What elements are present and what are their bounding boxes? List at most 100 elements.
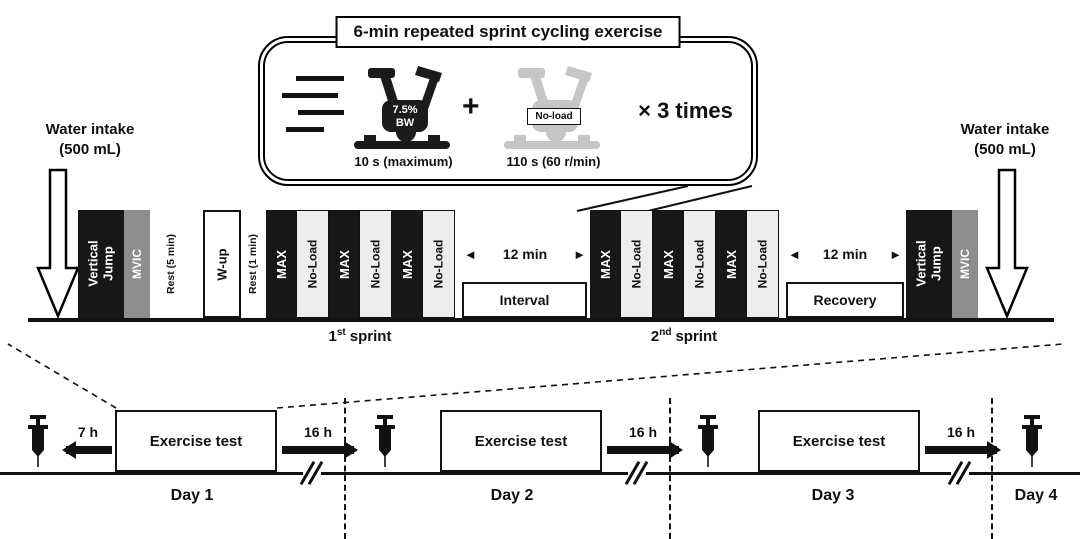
interval-duration-text: 12 min [502,246,548,262]
callout-tail-line [647,185,753,212]
rest-1min-label: Rest (1 min) [241,210,265,318]
callout-balloon: 6-min repeated sprint cycling exercise 7… [258,16,758,186]
noload-label: No-Load [431,239,446,289]
noload-block: No-Load [359,210,392,318]
sprint2-sup: nd [659,327,672,338]
water-intake-right-line1: Water intake [960,121,1050,138]
baseline-break [947,460,972,486]
water-intake-left-line2: (500 mL) [59,140,121,158]
arrow-16h [282,440,358,459]
syringe-icon [1022,415,1042,467]
max-label: MAX [723,249,739,279]
noload-block: No-Load [422,210,455,318]
vertical-jump-block: Vertical Jump [906,210,952,318]
max-block: MAX [392,210,422,318]
motion-lines-icon [282,76,352,138]
interval-label: Interval [499,292,550,308]
arrow-left-icon: ◄ [464,246,477,262]
noload-block: No-Load [746,210,779,318]
day-divider [669,398,671,539]
exercise-test-label: Exercise test [149,432,243,450]
exercise-test-label: Exercise test [792,432,886,450]
syringe-icon [28,415,48,467]
noload-bike-caption: 110 s (60 r/min) [506,154,601,169]
water-intake-right-line2: (500 mL) [974,140,1036,158]
sprint1-sup: st [336,327,346,338]
day-label: Day 4 [1014,487,1058,504]
day-label: Day 1 [170,487,214,504]
plus-sign: + [462,90,480,123]
noload-block: No-Load [296,210,329,318]
rest-5min-label: Rest (5 min) [156,210,186,318]
label-16h: 16 h [303,424,332,440]
max-block: MAX [266,210,296,318]
vertical-jump-label: Vertical Jump [85,240,115,288]
noload-label: No-Load [692,239,707,289]
max-block: MAX [653,210,683,318]
label-7h: 7 h [77,424,99,440]
exercise-test-box: Exercise test [115,410,277,472]
max-block: MAX [590,210,620,318]
vertical-jump-label: Vertical Jump [913,240,943,288]
noload-label: No-Load [629,239,644,289]
max-label: MAX [597,249,613,279]
day-baseline [0,472,1080,475]
vertical-jump-block: Vertical Jump [78,210,124,318]
sprint1-num: 1 [328,328,337,345]
arrow-right-icon: ► [889,246,902,262]
arrow-right-icon: ► [573,246,586,262]
label-16h: 16 h [946,424,975,440]
arrow-7h [62,440,112,459]
max-block: MAX [716,210,746,318]
rest-1min-text: Rest (1 min) [247,233,259,295]
syringe-icon [375,415,395,467]
timeline-baseline [28,318,1054,322]
sprint2-num: 2 [650,328,660,345]
warmup-label: W-up [214,247,230,281]
mvic-block: MVIC [124,210,150,318]
syringe-icon [698,415,718,467]
baseline-break [299,460,324,486]
water-intake-left-label: Water intake (500 mL) [10,120,170,159]
noload-bike-label: No-load [527,108,581,125]
recovery-duration: ◄ 12 min ► [788,246,902,262]
day-divider [991,398,993,539]
recovery-label: Recovery [813,292,877,308]
baseline-break [624,460,649,486]
sprint-bike-caption: 10 s (maximum) [354,154,453,169]
mvic-label: MVIC [130,249,144,279]
noload-block: No-Load [620,210,653,318]
max-label: MAX [399,249,415,279]
interval-duration: ◄ 12 min ► [464,246,586,262]
exercise-test-box: Exercise test [440,410,602,472]
repeat-count: × 3 times [638,98,733,123]
exercise-test-box: Exercise test [758,410,920,472]
noload-label: No-Load [368,239,383,289]
max-label: MAX [660,249,676,279]
day-label: Day 3 [811,487,855,504]
water-intake-left-line1: Water intake [45,121,135,138]
water-intake-left-arrow-icon [36,168,80,319]
water-intake-right-label: Water intake (500 mL) [925,120,1080,159]
label-16h: 16 h [628,424,657,440]
sprint-bike-icon: 7.5% BW [348,62,458,152]
max-label: MAX [336,249,352,279]
arrow-left-icon: ◄ [788,246,801,262]
recovery-duration-text: 12 min [822,246,868,262]
zoom-dash-line-left [7,343,117,409]
warmup-block: W-up [203,210,241,318]
recovery-box: Recovery [786,282,904,318]
exercise-test-label: Exercise test [474,432,568,450]
noload-label: No-Load [755,239,770,289]
sprint1-word: sprint [349,328,392,345]
mvic-block: MVIC [952,210,978,318]
arrow-16h [607,440,683,459]
callout-title: 6-min repeated sprint cycling exercise [335,16,681,48]
noload-label: No-Load [305,239,320,289]
day-divider [344,398,346,539]
max-label: MAX [273,249,289,279]
rest-5min-text: Rest (5 min) [165,233,177,295]
water-intake-right-arrow-icon [985,168,1029,319]
